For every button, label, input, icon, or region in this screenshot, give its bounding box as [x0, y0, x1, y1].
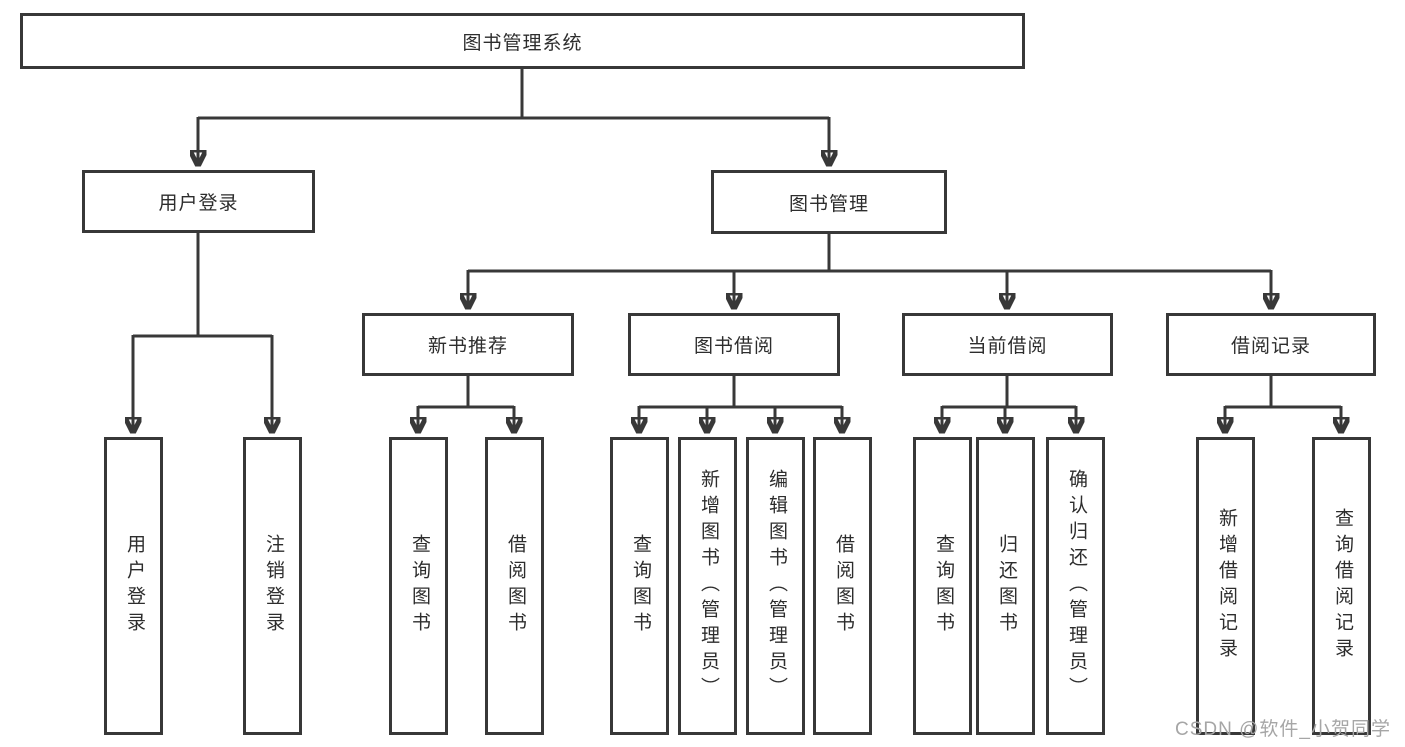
leaf-query-books-current: 查询图书 [913, 437, 972, 735]
node-label: 图书管理 [788, 193, 869, 215]
leaf-add-borrow-record: 新增借阅记录 [1196, 437, 1255, 735]
node-new-book-recommend: 新书推荐 [362, 313, 574, 376]
node-label: 借阅记录 [1230, 336, 1311, 357]
node-label: 借阅图书 [832, 534, 854, 638]
node-label: 新增借阅记录 [1215, 508, 1237, 664]
node-user-login: 用户登录 [82, 170, 315, 233]
leaf-return-books: 归还图书 [976, 437, 1035, 735]
leaf-query-books-recommend: 查询图书 [389, 437, 448, 735]
leaf-logout: 注销登录 [243, 437, 302, 735]
connector-group-user-login [133, 233, 272, 431]
node-label: 注销登录 [262, 534, 284, 638]
node-book-borrowing: 图书借阅 [628, 313, 840, 376]
node-label: 用户登录 [158, 193, 239, 214]
leaf-query-books-borrowing: 查询图书 [610, 437, 669, 735]
leaf-confirm-return-admin: 确认归还（管理员） [1046, 437, 1105, 735]
leaf-user-login: 用户登录 [104, 437, 163, 735]
connector-group-new-book-recommend [418, 376, 514, 431]
node-borrowing-records: 借阅记录 [1166, 313, 1376, 376]
connector-group-book-borrowing [639, 376, 842, 431]
node-label: 编辑图书（管理员） [765, 469, 787, 703]
node-label: 查询图书 [629, 534, 651, 638]
node-current-borrowing: 当前借阅 [902, 313, 1113, 376]
leaf-edit-book-admin: 编辑图书（管理员） [746, 437, 805, 735]
node-label: 归还图书 [995, 534, 1017, 638]
node-label: 图书借阅 [693, 336, 774, 357]
node-label: 新增图书（管理员） [697, 469, 719, 703]
csdn-watermark: CSDN @软件_小贺同学 [1175, 719, 1391, 740]
leaf-add-book-admin: 新增图书（管理员） [678, 437, 737, 735]
node-label: 当前借阅 [967, 336, 1048, 357]
leaf-borrow-books-recommend: 借阅图书 [485, 437, 544, 735]
node-label: 用户登录 [123, 534, 145, 638]
node-label: 查询借阅记录 [1331, 508, 1353, 664]
connector-group-current-borrowing [942, 376, 1076, 431]
node-label: 确认归还（管理员） [1065, 469, 1087, 703]
leaf-query-borrow-record: 查询借阅记录 [1312, 437, 1371, 735]
connector-group-root [198, 69, 829, 164]
connector-group-book-management [468, 234, 1271, 307]
connector-group-borrowing-records [1225, 376, 1341, 431]
node-library-system: 图书管理系统 [20, 13, 1025, 69]
node-book-management: 图书管理 [711, 170, 947, 234]
node-label: 查询图书 [932, 534, 954, 638]
node-label: 查询图书 [408, 534, 430, 638]
node-label: 新书推荐 [427, 336, 508, 357]
node-label: 图书管理系统 [462, 32, 583, 54]
node-label: 借阅图书 [504, 534, 526, 638]
leaf-borrow-books: 借阅图书 [813, 437, 872, 735]
